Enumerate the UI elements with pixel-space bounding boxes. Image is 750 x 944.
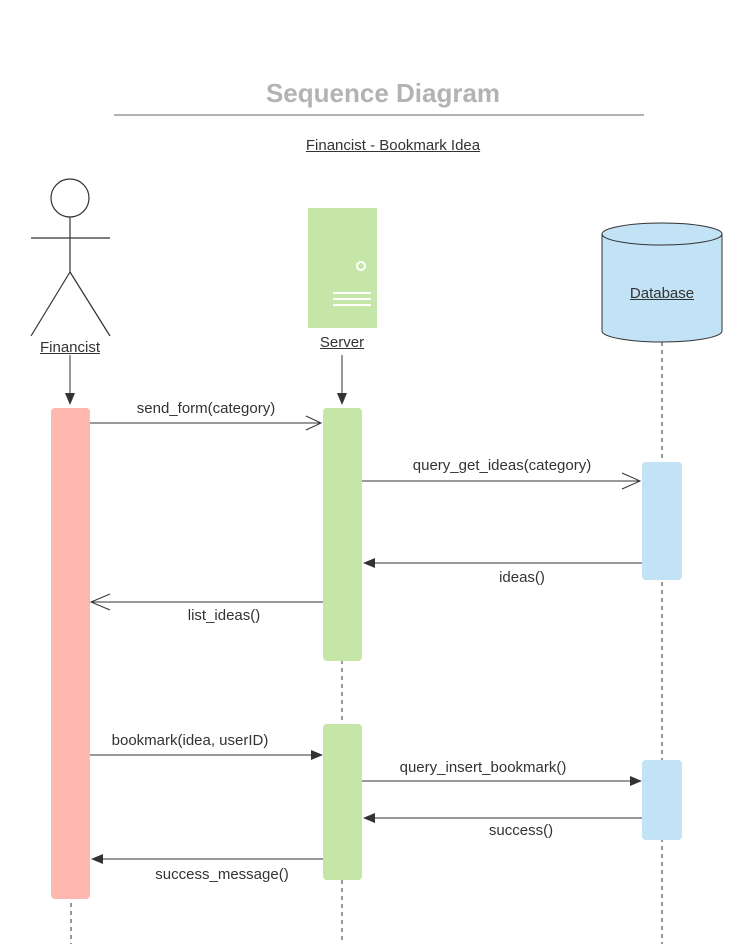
activation-server-1 <box>323 408 362 661</box>
title-divider <box>114 114 644 116</box>
stick-figure-icon <box>30 178 111 337</box>
activation-database-1 <box>642 462 682 580</box>
diagram-title: Sequence Diagram <box>265 78 501 108</box>
participant-financist-label: Financist <box>39 339 101 356</box>
message-list-ideas-head <box>89 593 111 611</box>
message-label: bookmark(idea, userID) <box>111 732 269 749</box>
message-label: success_message() <box>155 866 289 883</box>
message-query-get-ideas-head <box>621 472 642 490</box>
message-label: success() <box>488 822 554 839</box>
message-send-form-head <box>305 415 323 431</box>
message-label: send_form(category) <box>136 400 276 417</box>
participant-database-label: Database <box>629 285 695 302</box>
activation-database-2 <box>642 760 682 840</box>
database-icon <box>601 222 723 343</box>
activation-server-2 <box>323 724 362 880</box>
server-icon <box>308 208 377 328</box>
participant-server-label: Server <box>319 334 365 351</box>
message-label: query_get_ideas(category) <box>412 457 592 474</box>
diagram-subtitle: Financist - Bookmark Idea <box>305 137 481 154</box>
message-label: query_insert_bookmark() <box>399 759 567 776</box>
message-label: ideas() <box>499 569 545 586</box>
message-label: list_ideas() <box>187 607 261 624</box>
activation-financist <box>51 408 90 899</box>
